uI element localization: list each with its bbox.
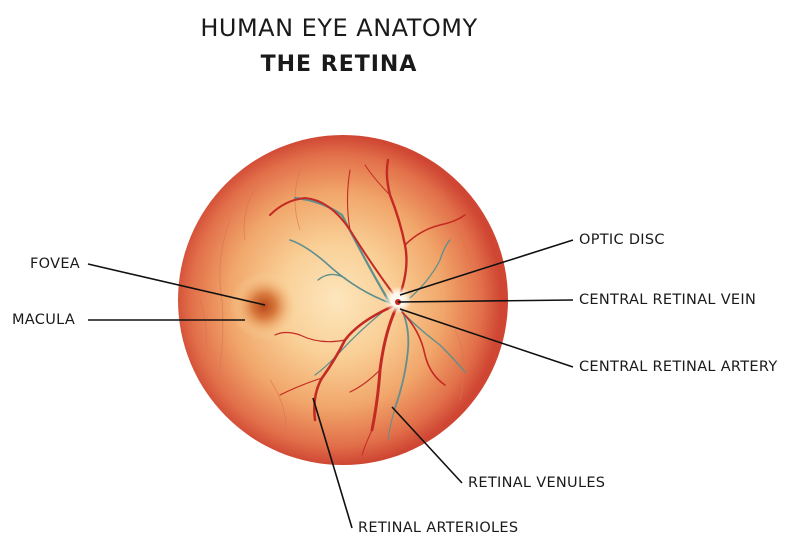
label-fovea: FOVEA — [30, 256, 80, 272]
macula — [230, 272, 298, 340]
label-central-retinal-artery: CENTRAL RETINAL ARTERY — [579, 359, 778, 375]
leader-optic-disc — [399, 239, 574, 296]
arteries — [269, 158, 466, 456]
diagram-subtitle: THE RETINA — [260, 52, 418, 77]
diagram-title: HUMAN EYE ANATOMY — [200, 14, 478, 42]
leader-lines — [87, 239, 574, 529]
label-retinal-venules: RETINAL VENULES — [468, 475, 606, 491]
veins — [289, 196, 466, 441]
retina — [178, 135, 508, 465]
leader-central-retinal-artery — [399, 308, 574, 368]
label-central-retinal-vein: CENTRAL RETINAL VEIN — [579, 292, 757, 308]
leader-retinal-arterioles — [312, 397, 353, 529]
leader-fovea — [87, 263, 266, 306]
label-optic-disc: OPTIC DISC — [579, 232, 665, 248]
leader-central-retinal-vein — [397, 299, 574, 303]
leader-retinal-venules — [391, 406, 463, 484]
label-retinal-arterioles: RETINAL ARTERIOLES — [358, 520, 519, 536]
label-macula: MACULA — [12, 312, 76, 328]
